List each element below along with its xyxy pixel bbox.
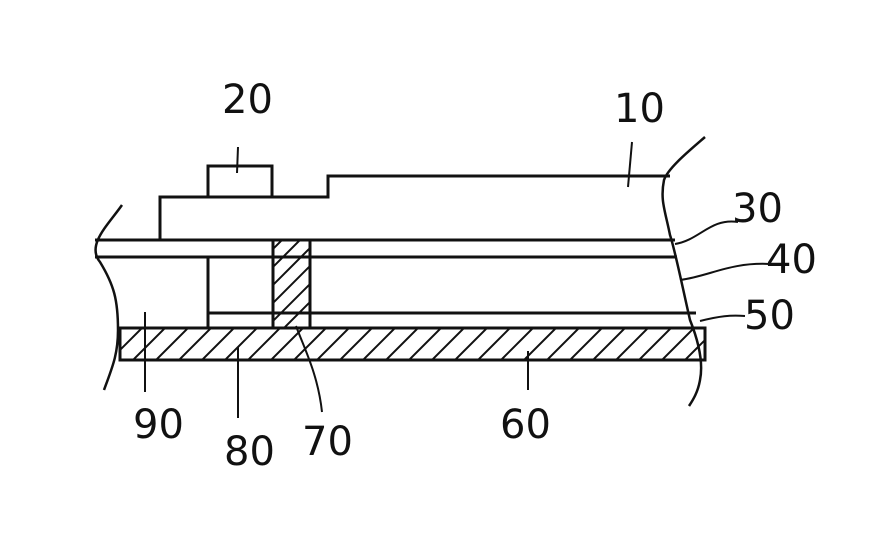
component-20	[208, 166, 272, 197]
label-70: 70	[302, 419, 353, 465]
hatch-line	[606, 318, 658, 370]
hatch-line	[422, 318, 474, 370]
label-40: 40	[766, 237, 817, 283]
label-80: 80	[224, 429, 275, 475]
label-20: 20	[222, 77, 273, 123]
hatch-line	[353, 318, 405, 370]
hatch-line	[583, 318, 635, 370]
layer-50	[208, 313, 700, 328]
label-60: 60	[500, 402, 551, 448]
hatch-line	[123, 318, 175, 370]
hatch-line	[307, 318, 359, 370]
hatch-line	[146, 318, 198, 370]
hatch-line	[537, 318, 589, 370]
hatch-line	[652, 318, 704, 370]
break-line-left	[96, 205, 122, 390]
label-10: 10	[614, 86, 665, 132]
hatch-line	[629, 318, 681, 370]
hatch-line	[169, 318, 221, 370]
hatch-line	[376, 318, 428, 370]
hatch-line	[215, 318, 267, 370]
hatch-line	[330, 318, 382, 370]
layer-30	[95, 240, 677, 257]
label-50: 50	[744, 293, 795, 339]
hatch-line	[238, 318, 290, 370]
leader-lines	[145, 142, 770, 418]
hatch-line	[192, 318, 244, 370]
hatch-line	[399, 318, 451, 370]
hatch-line	[491, 318, 543, 370]
hatch-line	[445, 318, 497, 370]
hatch-line	[560, 318, 612, 370]
label-30: 30	[732, 186, 783, 232]
component-10	[160, 176, 670, 240]
hatch-line	[514, 318, 566, 370]
hatch-line	[468, 318, 520, 370]
label-90: 90	[133, 402, 184, 448]
